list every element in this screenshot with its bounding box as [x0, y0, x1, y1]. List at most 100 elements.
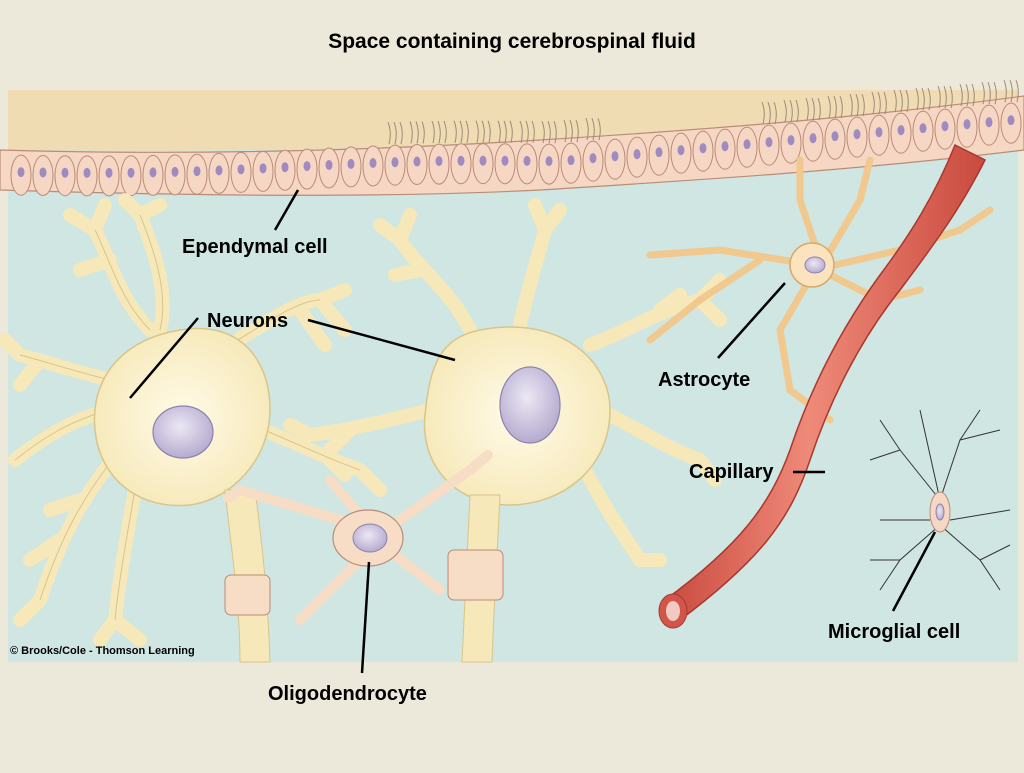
- leader-microglial: [891, 531, 937, 612]
- ependymal-nucleus: [457, 155, 465, 166]
- ependymal-nucleus: [413, 156, 421, 167]
- cilium: [795, 99, 799, 123]
- cilium: [443, 120, 447, 144]
- cilium: [883, 91, 887, 115]
- ependymal-nucleus: [655, 147, 663, 158]
- cilium: [475, 120, 479, 143]
- cilium: [773, 101, 777, 125]
- cilium: [399, 121, 403, 145]
- cilium: [1009, 79, 1013, 103]
- leader-astrocyte: [717, 282, 786, 359]
- cilium: [921, 87, 925, 111]
- ependymal-nucleus: [105, 167, 113, 178]
- cilium: [893, 89, 897, 113]
- cilium: [993, 81, 997, 105]
- cilium: [481, 120, 485, 143]
- cilium: [575, 119, 579, 143]
- cilium: [387, 121, 391, 145]
- label-capillary: Capillary: [689, 461, 774, 483]
- ependymal-nucleus: [61, 167, 69, 178]
- cilium: [877, 91, 881, 115]
- cilium: [569, 119, 573, 143]
- ependymal-nucleus: [545, 156, 553, 167]
- cilium: [783, 99, 787, 123]
- cilium: [519, 120, 523, 143]
- ependymal-nucleus: [17, 167, 25, 178]
- ependymal-nucleus: [149, 167, 157, 178]
- cilium: [431, 120, 435, 144]
- cilium: [597, 117, 601, 141]
- cilium: [959, 83, 963, 107]
- ependymal-nucleus: [875, 127, 883, 138]
- cilium: [437, 120, 441, 144]
- cilium: [827, 95, 831, 119]
- cilium: [591, 117, 595, 141]
- neuron-left: [0, 193, 387, 663]
- ependymal-nucleus: [259, 163, 267, 174]
- microglial-cell: [869, 409, 1011, 591]
- ependymal-nucleus: [853, 129, 861, 140]
- label-ependymal-cell: Ependymal cell: [182, 236, 328, 258]
- cilium: [833, 95, 837, 119]
- oligodendrocyte: [223, 450, 493, 625]
- cilium: [861, 93, 865, 117]
- ependymal-nucleus: [281, 162, 289, 173]
- ependymal-nucleus: [369, 157, 377, 168]
- neuron-left-nucleus: [152, 405, 214, 459]
- leader-neurons-right: [307, 318, 456, 362]
- ependymal-nucleus: [479, 155, 487, 166]
- cilium: [817, 97, 821, 121]
- cilium: [459, 120, 463, 143]
- neuron-right-nucleus: [499, 366, 561, 444]
- leader-lines: [129, 189, 937, 674]
- ependymal-nucleus: [127, 167, 135, 178]
- cilium: [487, 120, 491, 143]
- ependymal-nucleus: [567, 155, 575, 166]
- cilium: [585, 117, 589, 141]
- ependymal-nucleus: [787, 135, 795, 146]
- cilium: [453, 120, 457, 143]
- cilium: [497, 120, 501, 143]
- cilium: [849, 93, 853, 117]
- cilium: [409, 121, 413, 144]
- cilium: [927, 87, 931, 111]
- cilium: [981, 81, 985, 105]
- cilium: [811, 97, 815, 121]
- ependymal-nucleus: [765, 137, 773, 148]
- ependymal-nucleus: [831, 131, 839, 142]
- ependymal-nucleus: [171, 166, 179, 177]
- ependymal-nucleus: [699, 143, 707, 154]
- label-oligodendrocyte: Oligodendrocyte: [268, 683, 427, 705]
- cilium: [761, 101, 765, 125]
- ependymal-nucleus: [919, 123, 927, 134]
- ependymal-nucleus: [39, 167, 47, 178]
- cilium: [855, 93, 859, 117]
- cilium: [839, 95, 843, 119]
- ependymal-nucleus: [809, 133, 817, 144]
- cilium: [393, 121, 397, 145]
- cilium: [421, 121, 425, 144]
- leader-ependymal: [273, 189, 300, 231]
- cilium: [563, 119, 567, 143]
- cilium: [789, 99, 793, 123]
- csf-space: [8, 90, 1018, 151]
- ependymal-nucleus: [501, 155, 509, 166]
- cilium: [805, 97, 809, 121]
- ependymal-nucleus: [83, 167, 91, 178]
- cilium: [1015, 79, 1019, 103]
- cilium: [949, 85, 953, 109]
- cilium: [905, 89, 909, 113]
- ependymal-nucleus: [963, 119, 971, 130]
- cilium: [465, 120, 469, 143]
- ependymal-nucleus: [391, 157, 399, 168]
- ependymal-nucleus: [941, 121, 949, 132]
- figure-title: Space containing cerebrospinal fluid: [328, 30, 696, 53]
- cilium: [509, 120, 513, 143]
- label-microglial-cell: Microglial cell: [828, 621, 961, 643]
- capillary: [658, 143, 987, 629]
- cilium: [965, 83, 969, 107]
- ependymal-nucleus: [523, 155, 531, 166]
- ependymal-nucleus: [677, 145, 685, 156]
